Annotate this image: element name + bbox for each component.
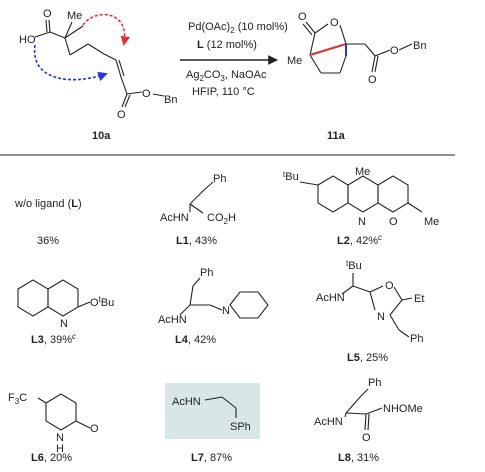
atom-o-ester: O	[142, 88, 151, 100]
svg-text:Et: Et	[414, 293, 424, 305]
svg-text:F3C: F3C	[8, 392, 27, 406]
atom-o-carbonyl: O	[368, 74, 377, 86]
no-ligand-text: w/o ligand (L)	[14, 198, 82, 210]
svg-text:Ph: Ph	[410, 333, 423, 345]
svg-text:Ph: Ph	[200, 267, 213, 279]
svg-text:AcHN: AcHN	[158, 314, 187, 326]
svg-text:CO2H: CO2H	[207, 212, 236, 226]
svg-text:O: O	[362, 432, 371, 444]
atom-bn: Bn	[164, 94, 177, 106]
svg-text:Ph: Ph	[368, 377, 381, 389]
ligand-L4: Ph AcHN N L4, 42%	[158, 267, 269, 346]
svg-text:N: N	[56, 432, 64, 444]
svg-text:L6, 20%: L6, 20%	[31, 452, 72, 464]
svg-text:SPh: SPh	[230, 421, 251, 433]
substrate-10a: HO O Me O O Bn 10a	[19, 8, 177, 142]
svg-text:O: O	[389, 216, 398, 228]
svg-text:L4, 42%: L4, 42%	[175, 334, 216, 346]
svg-text:N: N	[358, 216, 366, 228]
svg-text:H: H	[56, 443, 64, 455]
ligand-L2: tBu Me N O Me L2, 42%c	[283, 166, 439, 247]
svg-text:N: N	[60, 318, 68, 330]
atom-o-acid: O	[43, 8, 52, 20]
svg-text:L1, 43%: L1, 43%	[176, 235, 217, 247]
atom-me: Me	[287, 55, 302, 67]
atom-ho: HO	[19, 34, 36, 46]
svg-text:NHOMe: NHOMe	[383, 403, 423, 415]
svg-text:Ph: Ph	[213, 173, 226, 185]
svg-text:Me: Me	[355, 166, 370, 178]
ligand-none: w/o ligand (L) 36%	[14, 198, 82, 247]
svg-text:N: N	[222, 305, 230, 317]
atom-o-lactone: O	[298, 11, 307, 23]
ligand-L1: Ph AcHN CO2H L1, 43%	[160, 173, 236, 247]
substrate-label: 10a	[92, 130, 111, 142]
ligand-L8: Ph AcHN NHOMe O L8, 31%	[314, 377, 423, 464]
product-label: 11a	[327, 130, 346, 142]
red-arrow-icon	[82, 13, 131, 46]
svg-text:L8, 31%: L8, 31%	[338, 452, 379, 464]
svg-text:tBu: tBu	[283, 170, 299, 183]
condition-solvent-temp: HFIP, 110 °C	[192, 86, 255, 98]
ligand-L5: tBu AcHN O N Et Ph L5, 25%	[316, 259, 424, 364]
atom-o-ring: O	[330, 17, 339, 29]
ligand-L7: AcHN SPh L7, 87%	[165, 383, 260, 464]
svg-text:AcHN: AcHN	[316, 292, 345, 304]
blue-arrow-icon	[33, 44, 108, 81]
svg-text:N: N	[377, 311, 385, 323]
ligand-L3: N OtBu L3, 39%c	[17, 279, 114, 346]
atom-me: Me	[67, 10, 82, 22]
svg-text:tBu: tBu	[346, 259, 362, 272]
condition-catalyst: Pd(OAc)2 (10 mol%)	[188, 21, 288, 35]
svg-text:AcHN: AcHN	[172, 396, 201, 408]
svg-text:AcHN: AcHN	[160, 212, 189, 224]
ligand-L6: F3C N H O L6, 20%	[8, 392, 99, 464]
svg-text:O: O	[90, 423, 99, 435]
reaction-conditions: Pd(OAc)2 (10 mol%) L (12 mol%) Ag2CO3, N…	[180, 21, 288, 98]
svg-text:Me: Me	[424, 216, 439, 228]
product-11a: O O Me O O Bn 11a	[287, 11, 426, 142]
atom-o-ester: O	[390, 45, 399, 57]
svg-text:OtBu: OtBu	[90, 295, 114, 309]
condition-ligand: L (12 mol%)	[197, 39, 257, 51]
highlight-box	[165, 383, 260, 439]
atom-bn: Bn	[413, 40, 426, 52]
svg-text:AcHN: AcHN	[314, 416, 343, 428]
svg-text:L3, 39%c: L3, 39%c	[31, 332, 76, 346]
condition-base: Ag2CO3, NaOAc	[186, 69, 267, 83]
svg-text:O: O	[385, 280, 394, 292]
atom-o-carbonyl: O	[117, 109, 126, 121]
svg-text:L7, 87%: L7, 87%	[191, 452, 232, 464]
svg-text:L2, 42%c: L2, 42%c	[337, 233, 382, 247]
svg-text:L5, 25%: L5, 25%	[347, 352, 388, 364]
no-ligand-yield: 36%	[37, 235, 59, 247]
